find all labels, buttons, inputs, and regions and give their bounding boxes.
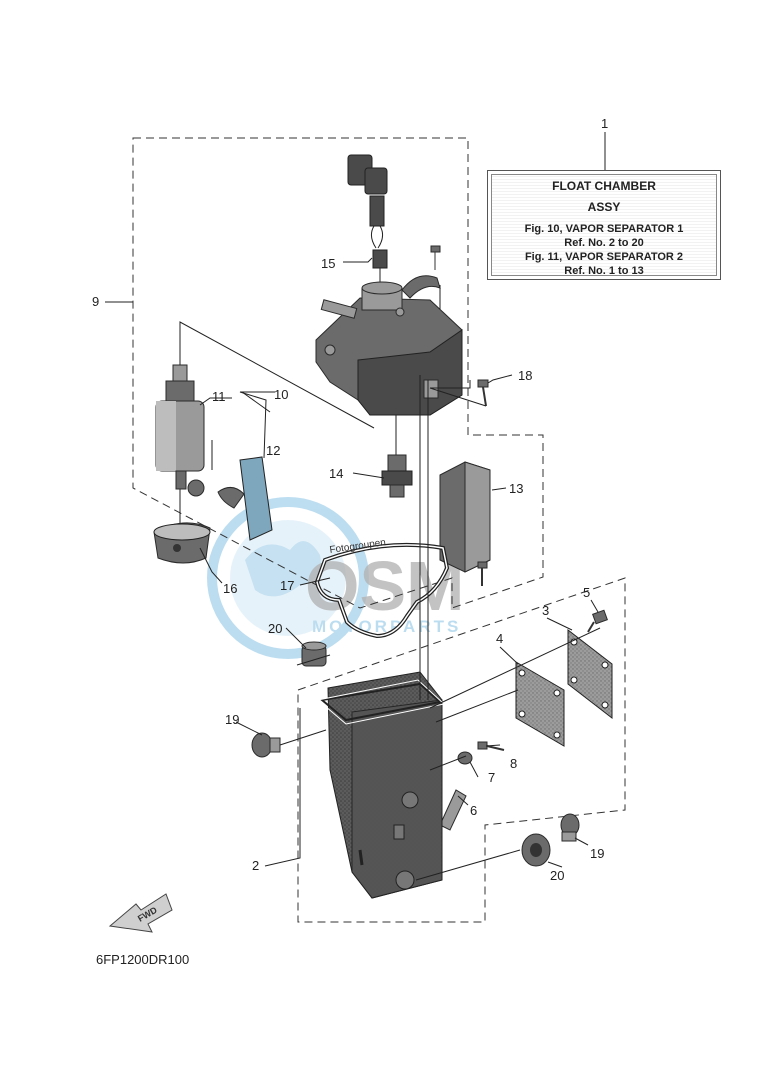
callout-17: 17 <box>280 578 294 593</box>
screw-5 <box>587 609 608 633</box>
group-boundary-body <box>297 577 626 923</box>
info-title: FLOAT CHAMBER <box>552 179 656 193</box>
bolt-19-right <box>560 813 580 842</box>
callout-6: 6 <box>470 803 477 818</box>
filter-12 <box>187 440 273 541</box>
nipple-6 <box>439 789 467 831</box>
info-ref-11: Ref. No. 1 to 13 <box>564 265 644 277</box>
leader-lines <box>105 132 606 881</box>
callout-14: 14 <box>329 466 343 481</box>
plug-7 <box>457 751 473 765</box>
separator-cover <box>315 281 463 416</box>
harness-connector <box>347 154 388 290</box>
callout-20-bottom: 20 <box>550 868 564 883</box>
callout-12: 12 <box>266 443 280 458</box>
plate-3 <box>567 628 613 720</box>
bolt-19-left <box>251 732 281 758</box>
screw-18 <box>477 379 489 407</box>
info-fig-11: Fig. 11, VAPOR SEPARATOR 2 <box>524 251 684 263</box>
callout-20-top: 20 <box>268 621 282 636</box>
info-fig-10: Fig. 10, VAPOR SEPARATOR 1 <box>524 223 684 235</box>
callout-9: 9 <box>92 294 99 309</box>
fitting-14 <box>381 415 413 498</box>
holder-16 <box>153 522 211 564</box>
fuel-pump-11 <box>155 364 205 548</box>
callout-13: 13 <box>509 481 523 496</box>
callout-7: 7 <box>488 770 495 785</box>
group-boundary-9 <box>132 137 544 609</box>
callout-10: 10 <box>274 387 288 402</box>
bracket-13 <box>439 461 491 586</box>
float-chamber-body <box>316 671 446 899</box>
grommet-20-bottom <box>521 833 551 867</box>
screw-clip <box>401 245 441 312</box>
callouts: 1 2 3 4 5 6 7 8 9 10 11 12 13 14 15 16 1… <box>92 116 608 883</box>
callout-18: 18 <box>518 368 532 383</box>
info-box-inner <box>491 174 717 276</box>
callout-8: 8 <box>510 756 517 771</box>
callout-3: 3 <box>542 603 549 618</box>
info-subtitle: ASSY <box>587 200 621 214</box>
info-ref-10: Ref. No. 2 to 20 <box>564 237 644 249</box>
info-box: FLOAT CHAMBER ASSY Fig. 10, VAPOR SEPARA… <box>487 170 721 280</box>
grommet-20-top <box>301 641 327 667</box>
plate-4 <box>515 661 565 747</box>
diagram-code: 6FP1200DR100 <box>96 952 190 967</box>
callout-19-left: 19 <box>225 712 239 727</box>
watermark: OSM MOTORPARTS <box>207 497 464 659</box>
callout-15: 15 <box>321 256 335 271</box>
fwd-arrow: FWD <box>108 893 173 933</box>
callout-16: 16 <box>223 581 237 596</box>
callout-11: 11 <box>212 389 226 404</box>
callout-19-right: 19 <box>590 846 604 861</box>
callout-4: 4 <box>496 631 503 646</box>
callout-5: 5 <box>583 585 590 600</box>
callout-1: 1 <box>601 116 608 131</box>
callout-2: 2 <box>252 858 259 873</box>
